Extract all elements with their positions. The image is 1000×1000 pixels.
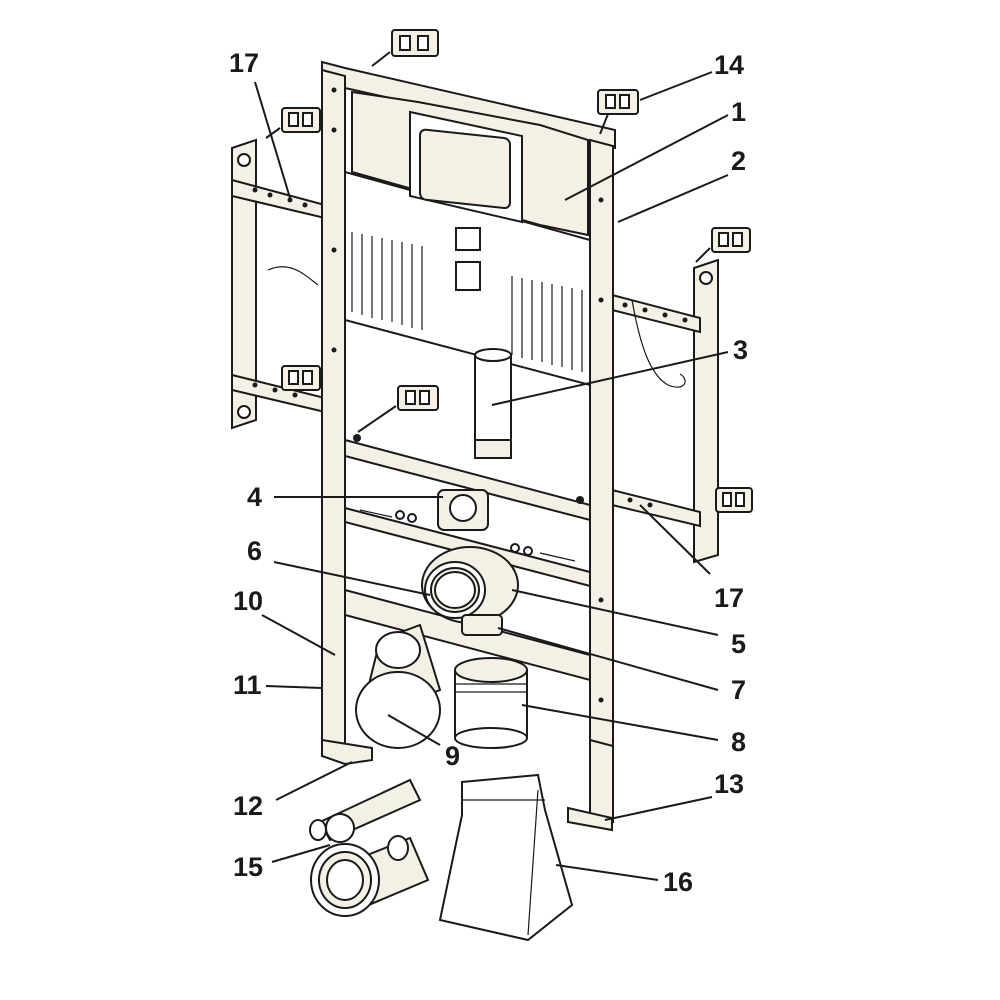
leader-16 <box>555 864 659 881</box>
leader-9 <box>387 714 441 746</box>
cistern-ribs <box>351 232 583 372</box>
drain-connector-5-6 <box>421 546 519 624</box>
leader-7 <box>497 627 719 691</box>
callout-leaders <box>254 71 729 881</box>
leader-6 <box>273 561 431 596</box>
leader-3 <box>491 351 729 406</box>
callout-numbers: 17 14 1 2 3 4 6 17 10 5 11 7 8 9 12 13 1… <box>229 48 748 897</box>
bolt-set-15 <box>309 778 430 917</box>
callout-9: 9 <box>445 741 460 771</box>
callout-1: 1 <box>731 97 746 127</box>
callout-14: 14 <box>714 50 744 80</box>
drain-pipe-9 <box>355 623 442 749</box>
callout-6: 6 <box>247 536 262 566</box>
flush-connection-4 <box>437 489 489 531</box>
left-wing-bracket <box>231 138 326 430</box>
callout-2: 2 <box>731 146 746 176</box>
protective-cover-16 <box>438 773 574 942</box>
main-frame <box>321 60 616 832</box>
leader-5 <box>511 589 719 636</box>
callout-4: 4 <box>247 482 262 512</box>
leader-13 <box>604 796 713 821</box>
callout-7: 7 <box>731 675 746 705</box>
callout-12: 12 <box>233 791 263 821</box>
callout-5: 5 <box>731 629 746 659</box>
callout-13: 13 <box>714 769 744 799</box>
flush-pipe <box>474 348 512 459</box>
leader-10 <box>261 614 336 656</box>
leader-2 <box>617 174 729 223</box>
leader-17a <box>254 81 291 199</box>
leader-12 <box>275 761 353 801</box>
wall-anchor-clamps <box>265 29 753 513</box>
leader-8 <box>521 704 719 741</box>
right-wing-bracket <box>611 258 719 564</box>
leader-11 <box>265 685 323 689</box>
callout-3: 3 <box>733 335 748 365</box>
callout-10: 10 <box>233 586 263 616</box>
leader-1 <box>564 114 729 201</box>
callout-11: 11 <box>233 670 262 700</box>
leader-15 <box>271 844 331 863</box>
leader-14 <box>639 71 713 101</box>
callout-15: 15 <box>233 852 263 882</box>
drain-sleeve-8 <box>454 657 528 749</box>
connector-clip-7 <box>461 614 503 636</box>
leader-17b <box>639 504 711 575</box>
callout-17b: 17 <box>714 583 744 613</box>
callout-17a: 17 <box>229 48 259 78</box>
callout-16: 16 <box>663 867 693 897</box>
callout-8: 8 <box>731 727 746 757</box>
